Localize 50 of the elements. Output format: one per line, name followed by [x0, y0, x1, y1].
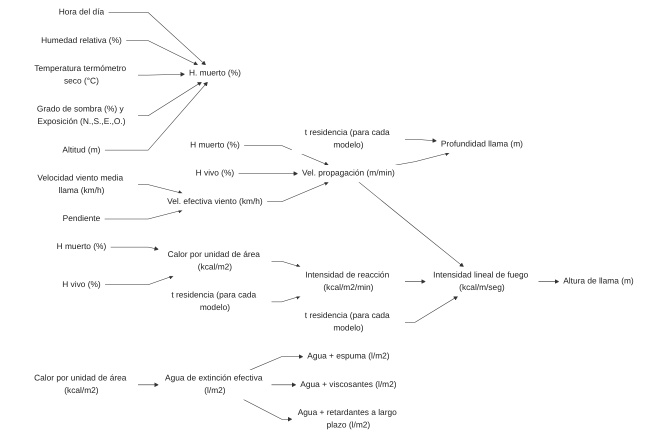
node-text: H vivo (%) — [62, 280, 101, 289]
node-text: Agua + espuma (l/m2) — [307, 352, 390, 361]
arrow — [270, 260, 301, 268]
arrow — [538, 279, 560, 284]
arrow — [404, 279, 426, 284]
node-text: H muerto (%) — [56, 242, 106, 252]
node-text: Intensidad lineal de fuego (kcal/m/seg) — [433, 270, 528, 292]
arrow — [104, 275, 174, 285]
arrow — [404, 138, 437, 143]
arrow — [266, 181, 329, 202]
arrow — [358, 182, 464, 268]
node-text: Intensidad de reacción (kcal/m2/min) — [305, 270, 390, 292]
node-text: Agua + viscosantes (l/m2) — [300, 380, 397, 389]
arrow — [404, 296, 458, 322]
node-text: Pendiente — [62, 214, 100, 224]
node-text: Vel. efectiva viento (km/h) — [167, 197, 263, 206]
arrow — [249, 354, 304, 370]
arrow — [138, 184, 183, 195]
node-text: Altitud (m) — [62, 145, 100, 154]
arrow — [270, 382, 296, 388]
arrow — [108, 12, 206, 66]
node-text: Velocidad viento media llama (km/h) — [37, 174, 124, 196]
node-text: Humedad relativa (%) — [41, 36, 122, 45]
arrow — [270, 295, 301, 302]
node-text: H muerto (%) — [190, 140, 240, 150]
arrow — [242, 399, 292, 422]
node-text: Calor por unidad de área (kcal/m2) — [34, 374, 126, 396]
node-text: Hora del día — [58, 8, 104, 17]
arrow — [238, 171, 298, 176]
node-text: Agua + retardantes a largo plazo (l/m2) — [298, 408, 397, 430]
node-text: Grado de sombra (%) y Exposición (N.,S.,E.,O.) — [36, 104, 126, 126]
arrow — [104, 82, 208, 150]
node-text: t residencia (para cada modelo) — [171, 290, 256, 312]
node-text: t residencia (para cada modelo) — [304, 128, 390, 150]
node-text: Altura de llama (m) — [563, 276, 634, 286]
arrow — [104, 208, 183, 220]
arrow — [138, 72, 185, 77]
node-text: Calor por unidad de área (kcal/m2) — [168, 250, 260, 272]
node-text: H vivo (%) — [196, 168, 234, 178]
arrow — [138, 382, 159, 388]
arrow — [126, 40, 198, 66]
node-text: Temperatura termómetro seco (°C) — [34, 64, 126, 86]
node-text: t residencia (para cada modelo) — [304, 311, 390, 333]
arrow — [244, 145, 329, 166]
arrow — [110, 246, 159, 251]
arrow — [394, 152, 450, 166]
node-text: Vel. propagación (m/min) — [302, 168, 395, 178]
node-text: Agua de extinción efectiva (l/m2) — [165, 374, 262, 396]
node-text: Profundidad llama (m) — [440, 140, 523, 149]
arrow — [138, 82, 202, 116]
